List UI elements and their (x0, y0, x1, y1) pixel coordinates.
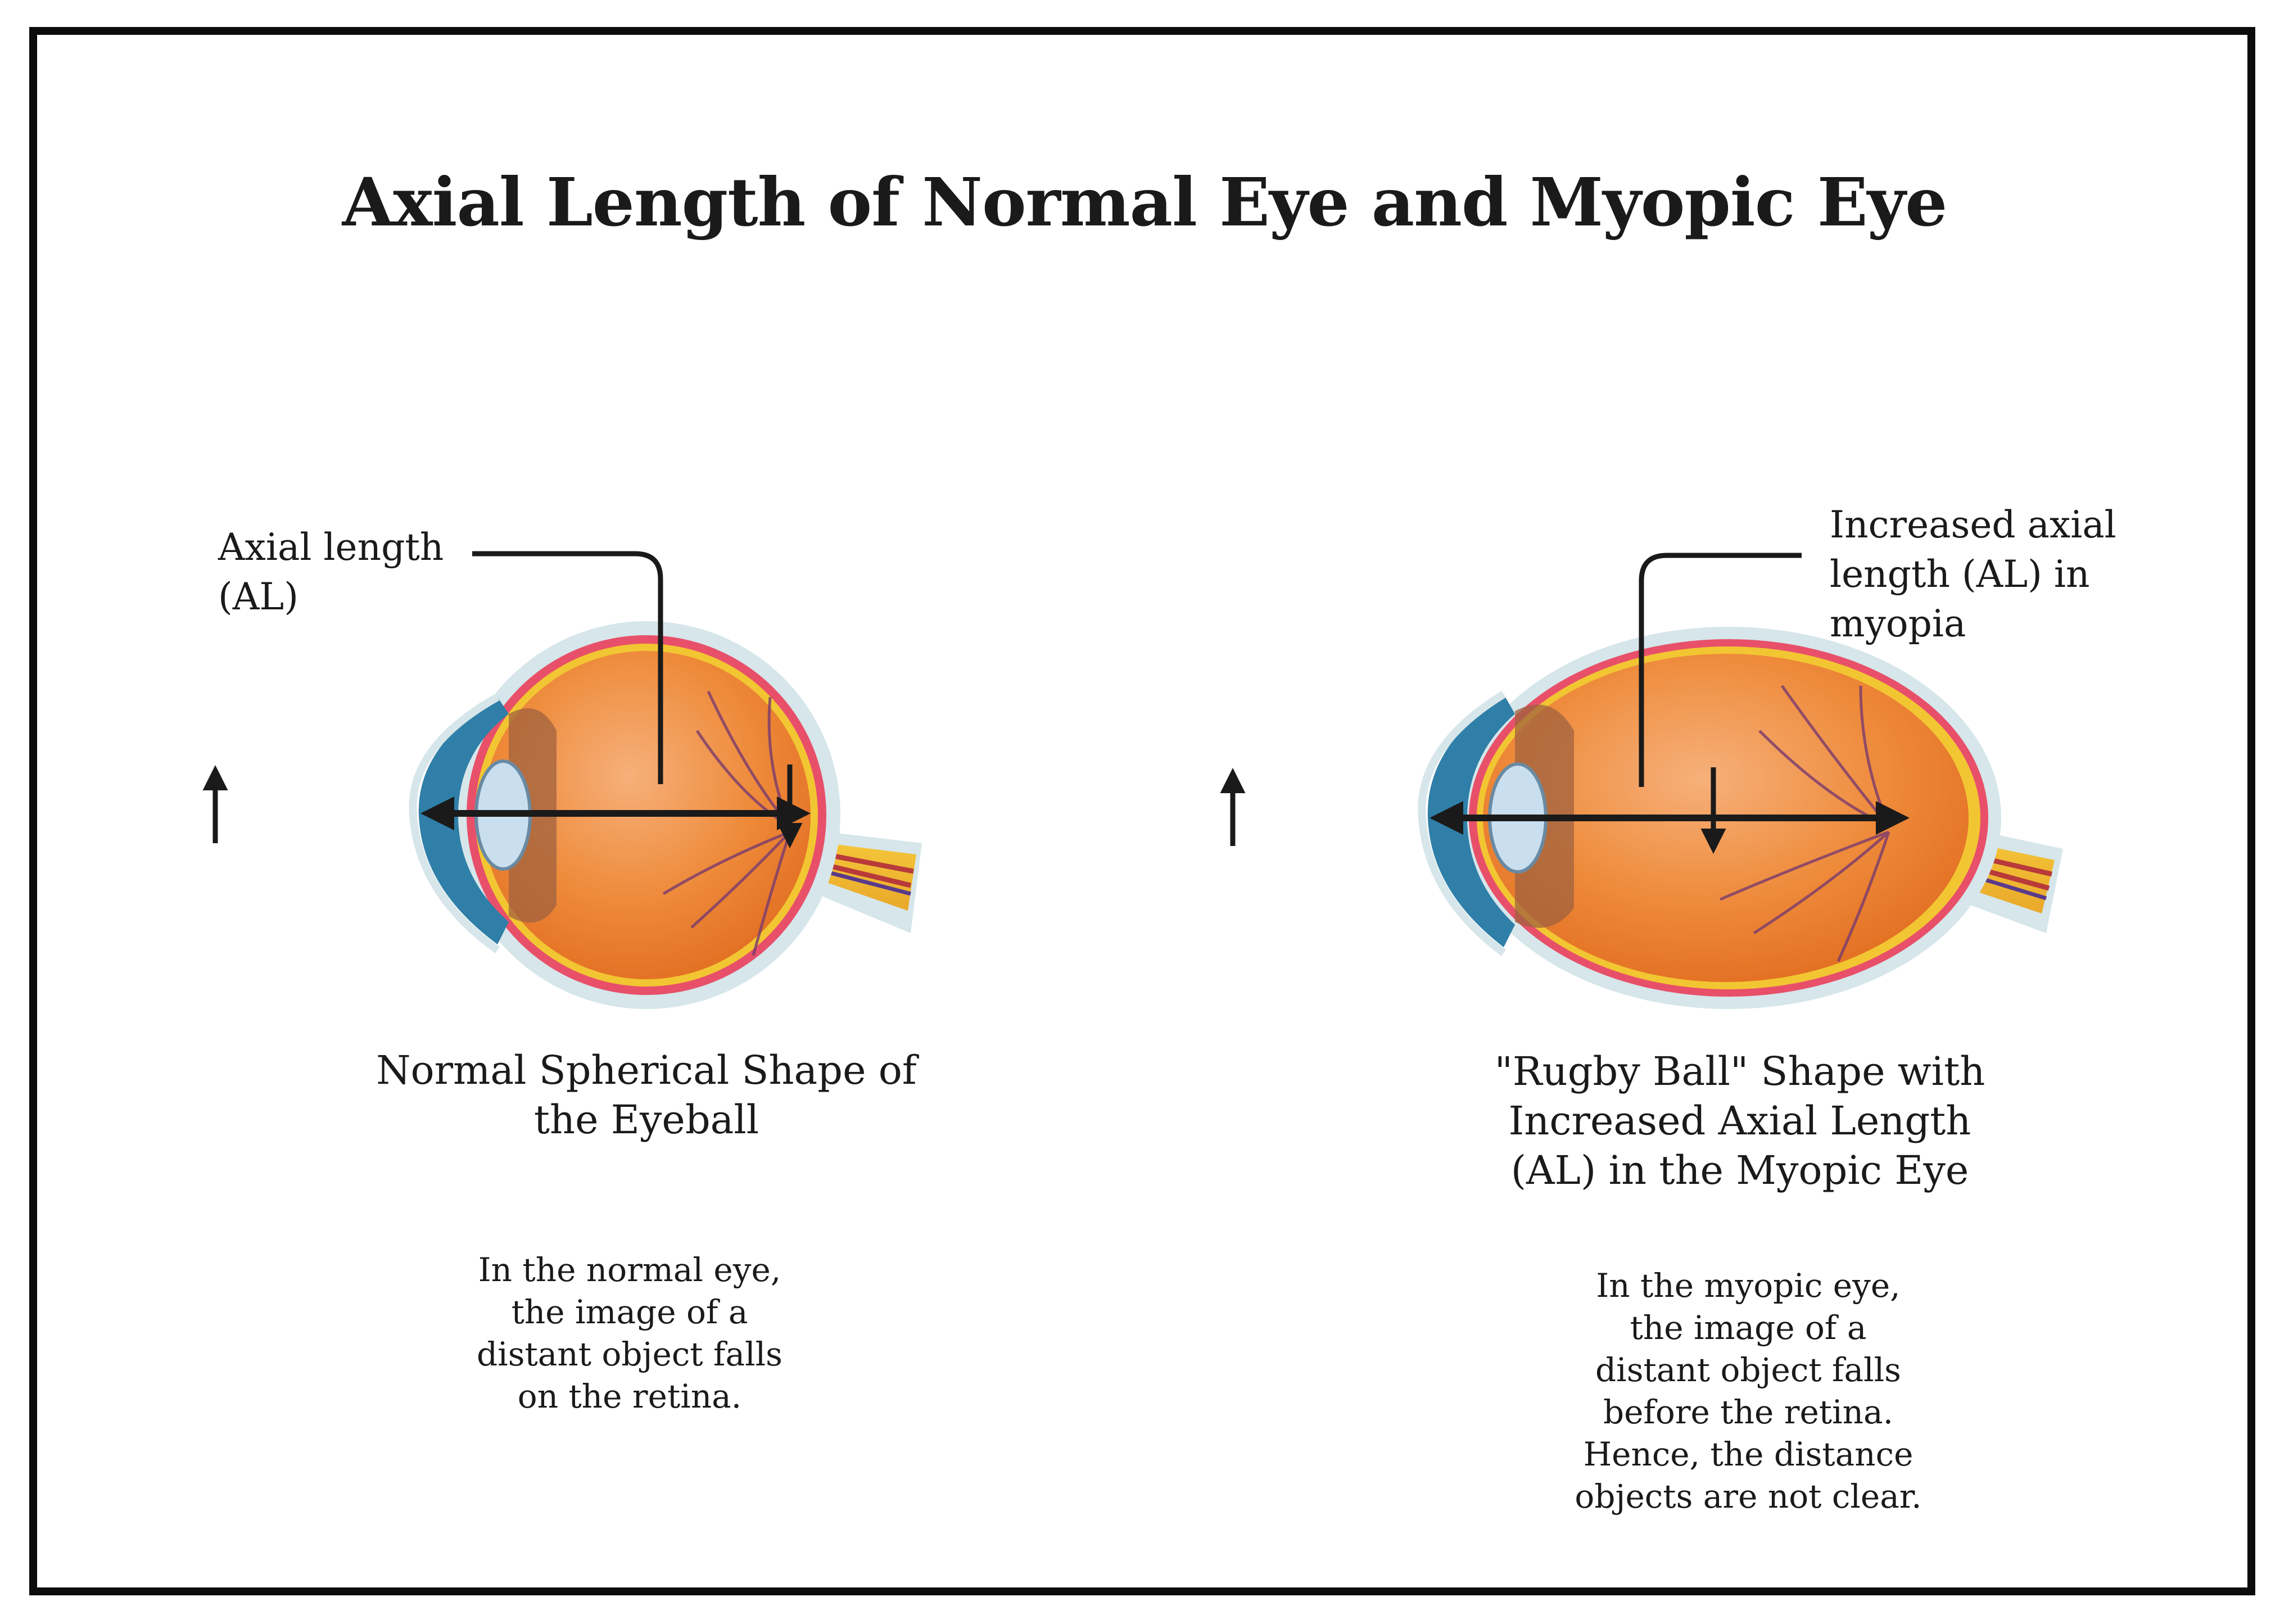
normal-eye (202, 551, 922, 1009)
note-line: Hence, the distance (1583, 1435, 1913, 1473)
note-line: objects are not clear. (1575, 1477, 1922, 1516)
caption-line: the Eyeball (533, 1097, 759, 1143)
normal-eye-note: In the normal eye, the image of a distan… (427, 1249, 832, 1418)
label-line: length (AL) in (1830, 553, 2090, 596)
cornea (418, 697, 509, 944)
myopic-eye-label: Increased axial length (AL) in myopia (1830, 500, 2116, 649)
label-line: Increased axial (1830, 503, 2116, 546)
note-line: the image of a (511, 1293, 748, 1331)
label-line: (AL) (218, 575, 298, 618)
label-leader-line (472, 551, 663, 784)
normal-eye-caption: Normal Spherical Shape of the Eyeball (365, 1046, 928, 1145)
note-line: distant object falls (1595, 1351, 1901, 1389)
cornea (1427, 694, 1515, 947)
note-line: before the retina. (1603, 1393, 1894, 1431)
caption-line: (AL) in the Myopic Eye (1510, 1147, 1969, 1193)
myopic-eye-note: In the myopic eye, the image of a distan… (1540, 1265, 1956, 1518)
myopic-eye (1220, 553, 2063, 1009)
caption-line: Normal Spherical Shape of (376, 1047, 917, 1093)
caption-line: "Rugby Ball" Shape with (1494, 1048, 1985, 1094)
note-line: distant object falls (477, 1335, 782, 1373)
normal-eye-label: Axial length (AL) (218, 523, 444, 622)
note-line: on the retina. (517, 1377, 742, 1415)
myopic-eye-caption: "Rugby Ball" Shape with Increased Axial … (1445, 1047, 2035, 1195)
note-line: In the myopic eye, (1596, 1266, 1901, 1305)
caption-line: Increased Axial Length (1508, 1098, 1971, 1144)
note-line: the image of a (1630, 1309, 1867, 1347)
note-line: In the normal eye, (478, 1251, 781, 1289)
label-line: myopia (1830, 602, 1966, 645)
figure-title: Axial Length of Normal Eye and Myopic Ey… (342, 163, 1948, 241)
label-leader-line (1639, 553, 1802, 787)
label-line: Axial length (218, 526, 444, 569)
